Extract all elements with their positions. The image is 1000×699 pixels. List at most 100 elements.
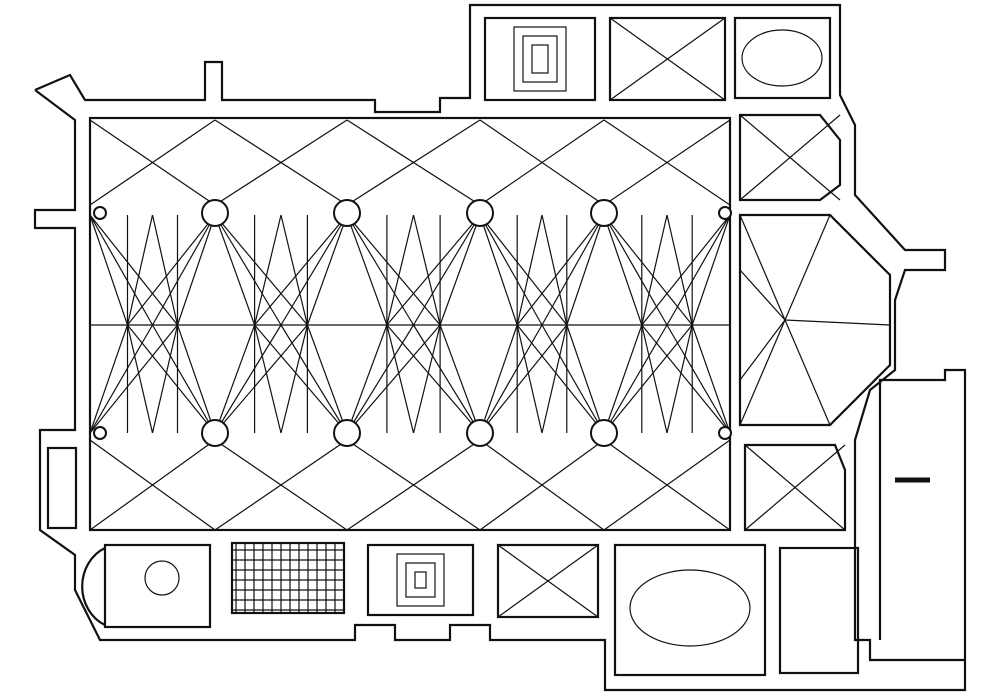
star-rib: [412, 324, 441, 434]
fan-rib: [479, 324, 568, 434]
diagonal-rib: [214, 324, 282, 434]
fan-rib: [566, 214, 605, 326]
nested-vault: [484, 17, 596, 101]
cross-rib: [89, 439, 216, 531]
fan-rib: [214, 214, 256, 326]
star-rib: [641, 214, 668, 326]
pier: [201, 419, 229, 447]
nested-vault: [367, 544, 474, 616]
star-rib: [151, 324, 179, 434]
fan-rib: [439, 214, 481, 326]
apse-rib: [784, 214, 831, 321]
wall-pier: [718, 206, 732, 220]
fan-rib: [127, 214, 216, 326]
cross-rib: [744, 444, 846, 531]
diagonal-rib: [214, 214, 282, 326]
fan-rib: [254, 214, 348, 326]
fan-rib: [306, 214, 348, 326]
star-rib: [254, 214, 282, 326]
diagonal-rib: [412, 324, 481, 434]
fan-rib: [89, 214, 178, 326]
fan-rib: [214, 324, 308, 434]
cross-rib: [603, 439, 731, 531]
apse-rib: [784, 319, 891, 326]
pier: [466, 199, 494, 227]
fan-rib: [641, 214, 731, 326]
star-rib: [386, 324, 415, 434]
star-rib: [280, 324, 308, 434]
wall-pier: [93, 426, 107, 440]
fan-rib: [386, 324, 481, 434]
apse-rib: [739, 214, 786, 321]
pier: [590, 199, 618, 227]
nested-vault: [513, 26, 567, 92]
cross-rib: [479, 439, 605, 531]
cross-rib: [479, 119, 605, 206]
fan-rib: [346, 214, 441, 326]
fan-rib: [127, 324, 216, 434]
fan-rib: [214, 214, 308, 326]
diagonal-rib: [151, 214, 216, 326]
diagonal-rib: [346, 324, 415, 434]
fan-rib: [386, 214, 481, 326]
star-rib: [280, 214, 308, 326]
diagonal-rib: [666, 324, 731, 434]
fan-rib: [603, 324, 643, 434]
diagonal-rib: [280, 324, 348, 434]
fan-rib: [603, 324, 693, 434]
cross-rib: [346, 119, 481, 206]
pier: [201, 199, 229, 227]
apse-rib: [739, 319, 786, 426]
diagonal-rib: [151, 324, 216, 434]
fan-rib: [89, 324, 129, 434]
vault-ribs: [89, 17, 891, 618]
fan-rib: [346, 324, 388, 434]
fan-rib: [641, 324, 731, 434]
fan-rib: [516, 324, 605, 434]
diagonal-rib: [412, 214, 481, 326]
fan-rib: [89, 214, 129, 326]
fan-rib: [479, 214, 568, 326]
apse-rib: [739, 269, 786, 321]
cross-rib: [603, 119, 731, 206]
cross-rib: [497, 544, 599, 618]
fan-rib: [89, 324, 178, 434]
apse-rib: [739, 319, 786, 381]
pier: [333, 199, 361, 227]
fan-rib: [214, 324, 256, 434]
fan-rib: [516, 214, 605, 326]
fan-rib: [479, 324, 518, 434]
apse-rib: [784, 319, 831, 426]
fan-rib: [566, 324, 605, 434]
cross-rib: [609, 17, 726, 101]
star-rib: [126, 214, 154, 326]
diagonal-rib: [280, 214, 348, 326]
fan-rib: [306, 324, 348, 434]
nested-vault: [414, 571, 427, 589]
nested-vault: [405, 562, 436, 598]
star-rib: [516, 214, 543, 326]
diagonal-rib: [541, 214, 605, 326]
fan-rib: [346, 214, 388, 326]
fan-rib: [176, 214, 216, 326]
star-rib: [666, 214, 693, 326]
star-rib: [541, 214, 568, 326]
star-rib: [641, 324, 668, 434]
wall-pier: [93, 206, 107, 220]
cross-rib: [346, 439, 481, 531]
pier: [590, 419, 618, 447]
star-rib: [666, 324, 693, 434]
star-rib: [516, 324, 543, 434]
piers: [93, 199, 732, 447]
nested-vault: [531, 44, 549, 74]
cross-rib: [89, 119, 216, 206]
cross-rib: [739, 114, 841, 201]
star-rib: [126, 324, 154, 434]
fan-rib: [254, 324, 348, 434]
diagonal-rib: [346, 214, 415, 326]
star-rib: [541, 324, 568, 434]
cross-rib: [214, 439, 348, 531]
outer-walls: [33, 3, 967, 692]
nested-vault: [522, 35, 558, 83]
